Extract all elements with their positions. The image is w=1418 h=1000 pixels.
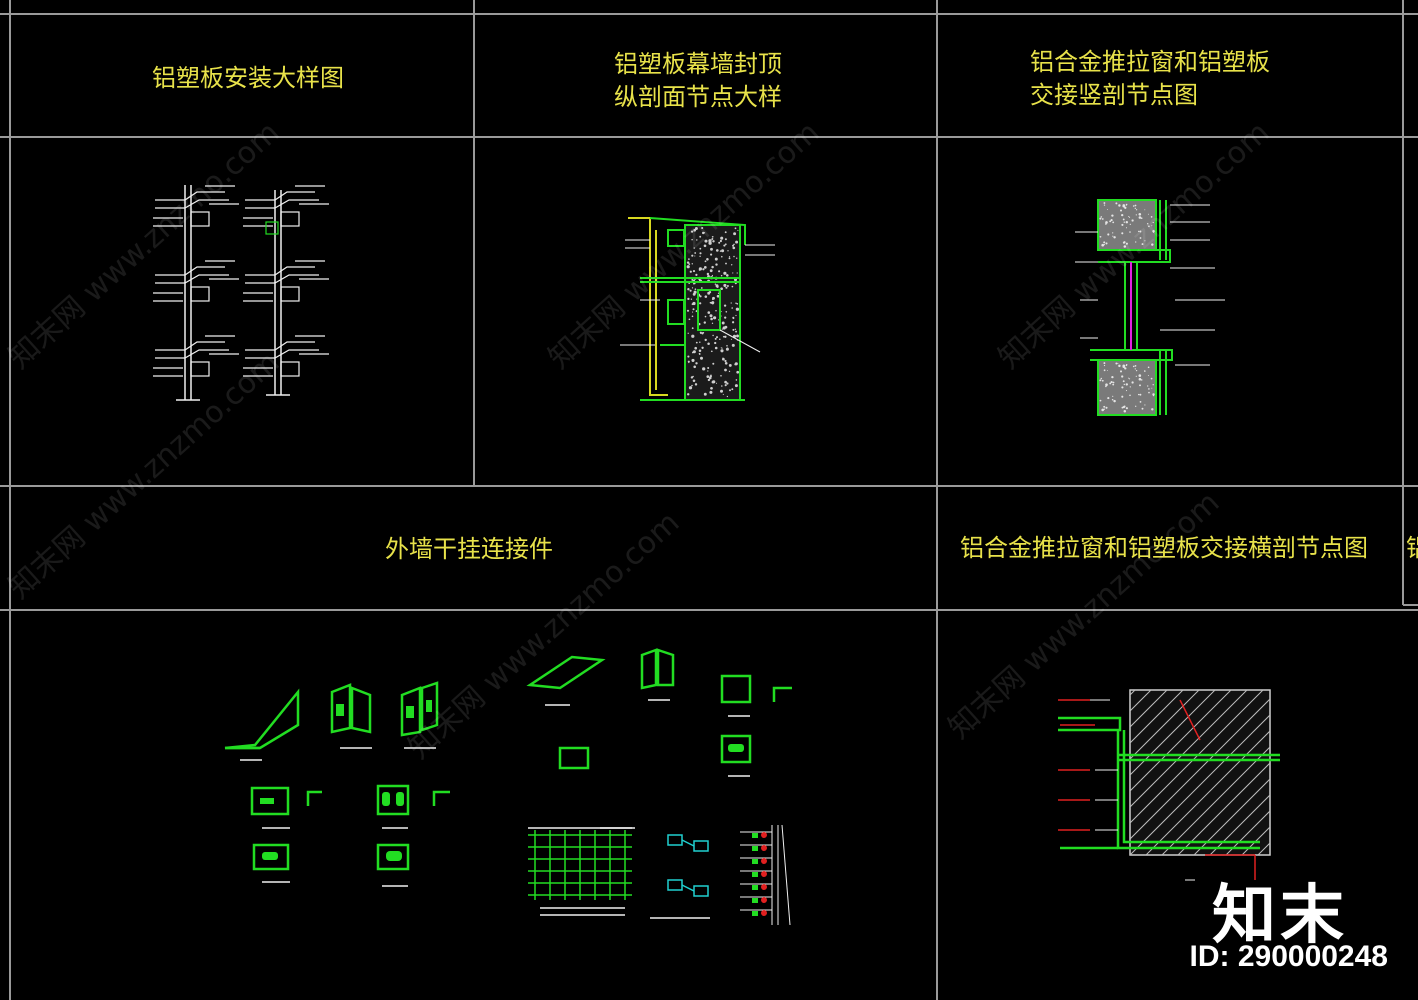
- plate-pair-2: [400, 686, 422, 737]
- box-connector-6: [720, 734, 752, 764]
- panel-title-5: 铝合金推拉窗和铝塑板交接横剖节点图: [960, 534, 1368, 562]
- concrete-wall-section: [684, 224, 741, 401]
- plate-pair-1: [330, 683, 352, 734]
- watermark-text-1: 知末网 www.znzmo.com: [2, 115, 286, 376]
- hook-2: [432, 790, 450, 806]
- hook-1: [306, 790, 322, 806]
- watermark-text-6: 知末网 www.znzmo.com: [942, 485, 1226, 746]
- box-connector-5: [720, 674, 752, 704]
- panel-title-4: 外墙干挂连接件: [385, 535, 553, 563]
- hatched-wall: [1129, 689, 1271, 856]
- box-connector-7: [558, 746, 590, 770]
- box-connector-2: [376, 784, 410, 816]
- watermark-text-3: 知末网 www.znzmo.com: [992, 115, 1276, 376]
- panel-title-6-cut: 铝: [1406, 532, 1418, 565]
- panel-title-2-line2: 纵剖面节点大样: [614, 83, 782, 111]
- plate-a: [526, 655, 606, 690]
- watermark-text-4: 知末网 www.znzmo.com: [2, 345, 286, 606]
- upper-wall-block: [1097, 199, 1157, 251]
- box-connector-3: [252, 843, 290, 871]
- lower-wall-block: [1097, 359, 1157, 416]
- plate-pair-3: [640, 648, 658, 690]
- box-connector-4: [376, 843, 410, 871]
- hook-3: [772, 686, 792, 702]
- watermark-text-2: 知末网 www.znzmo.com: [542, 115, 826, 376]
- panel-title-3-line1: 铝合金推拉窗和铝塑板: [1030, 48, 1270, 76]
- watermark-text-5: 知末网 www.znzmo.com: [402, 505, 686, 766]
- panel-title-2-line1: 铝塑板幕墙封顶: [614, 50, 782, 78]
- panel-title-3-line2: 交接竖剖节点图: [1030, 81, 1198, 109]
- panel-title-1: 铝塑板安装大样图: [152, 64, 344, 92]
- box-connector-1: [250, 786, 290, 816]
- image-id-label: ID: 290000248: [1189, 940, 1389, 973]
- brand-watermark: 知末: [1212, 879, 1348, 953]
